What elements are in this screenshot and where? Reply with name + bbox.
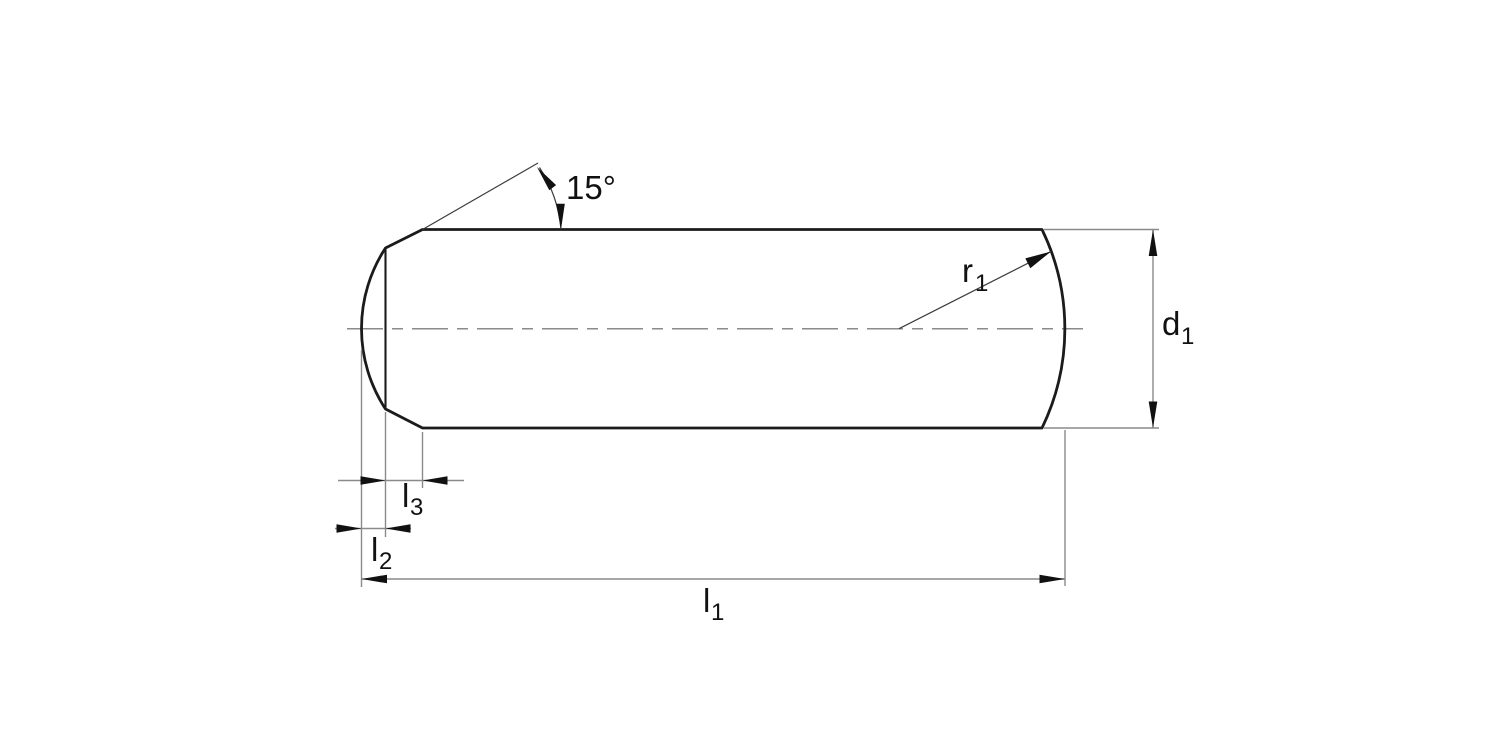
label-d1: d (1162, 305, 1180, 342)
dimension-d1: d 1 (1148, 229, 1194, 428)
dimension-l3: l 3 (338, 476, 464, 521)
arrowhead-d1-bottom (1148, 401, 1158, 428)
dimension-r1: r 1 (898, 250, 1052, 330)
label-l2: l (371, 531, 378, 568)
arrowhead-l2-left (336, 524, 362, 533)
label-d1-subscript: 1 (1181, 323, 1194, 350)
arrowhead-angle-bottom (556, 203, 565, 230)
extension-lines (360, 228, 1159, 587)
label-l2-subscript: 2 (379, 548, 392, 575)
label-l1-subscript: 1 (711, 599, 724, 626)
label-angle: 15° (566, 169, 616, 206)
label-l1: l (703, 582, 710, 619)
label-r1-subscript: 1 (975, 270, 988, 297)
arrowhead-l1-left (361, 574, 387, 584)
arrowhead-l3-right (422, 476, 448, 485)
arrowhead-d1-top (1148, 229, 1158, 256)
chamfer-extension-line (422, 162, 539, 231)
label-l3-subscript: 3 (410, 494, 423, 521)
arrowhead-l1-right (1039, 574, 1065, 584)
dimension-l2: l 2 (335, 524, 411, 575)
arrowhead-angle-top (537, 167, 557, 191)
dimension-angle-15deg: 15° (422, 162, 616, 231)
label-l3: l (402, 477, 409, 514)
arrowhead-l2-right (385, 524, 411, 533)
arrowhead-r1 (1025, 251, 1051, 269)
pin-outline (360, 228, 1067, 430)
label-r1: r (962, 252, 973, 289)
leader-line-r1 (898, 250, 1052, 330)
arrowhead-l3-left (360, 476, 386, 485)
dimension-l1: l 1 (361, 574, 1065, 626)
